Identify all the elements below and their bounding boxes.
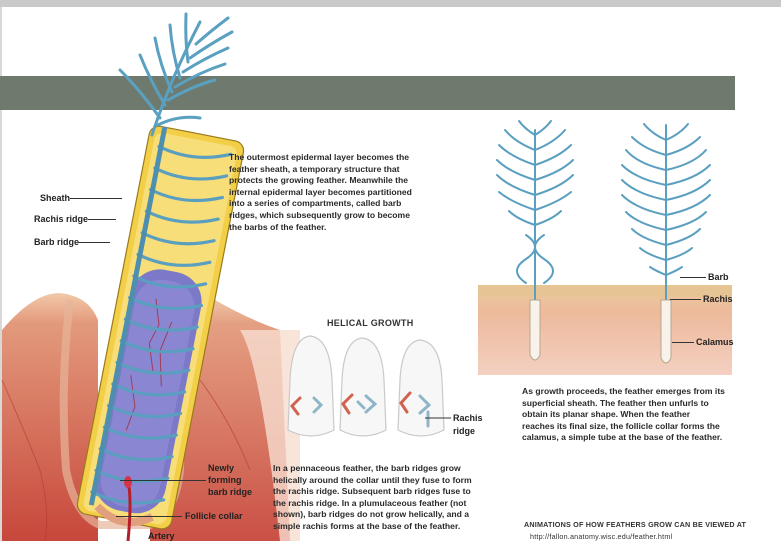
rachis-leader [670, 299, 701, 300]
pennaceous-line: shown), barb ridges do not grow helicall… [273, 509, 470, 520]
barb-leader [680, 277, 706, 278]
pennaceous-line: In a pennaceous feather, the barb ridges… [273, 463, 461, 473]
helical-rachis-label: Rachis [453, 413, 483, 423]
intro-line: protects the growing feather. Meanwhile … [229, 175, 409, 186]
barb-label: Barb [708, 272, 729, 282]
animations-url[interactable]: http://fallon.anatomy.wisc.edu/feather.h… [530, 532, 673, 541]
pennaceous-paragraph: In a pennaceous feather, the barb ridges… [273, 463, 493, 533]
artery-label: Artery [148, 531, 175, 541]
follicle-collar-leader [116, 516, 182, 517]
intro-line: ridges, which subsequently grow to becom… [229, 209, 410, 220]
sheath-leader [70, 198, 122, 199]
intro-line: internal epidermal layer becomes partiti… [229, 186, 412, 197]
calamus-leader [672, 342, 694, 343]
header-band [0, 76, 735, 110]
feather-twisted [496, 120, 574, 301]
top-border [0, 0, 781, 7]
rachis-ridge-label: Rachis ridge [34, 214, 89, 224]
growth-line: reaches its final size, the follicle col… [522, 420, 720, 431]
growth-line: calamus, a simple tube at the base of th… [522, 432, 723, 443]
helical-ridge-label: ridge [453, 426, 476, 436]
newly-forming-label-1: Newly [208, 463, 235, 473]
intro-paragraph: The outermost epidermal layer becomes th… [229, 152, 439, 233]
pennaceous-line: the rachis ridge. Subsequent barb ridges… [273, 486, 471, 497]
helical-arrows [290, 391, 432, 428]
calamus-label: Calamus [696, 337, 734, 347]
calamus-right [660, 299, 672, 364]
rachis-ridge-leader-line [88, 219, 116, 220]
newly-forming-label-2: forming [208, 475, 242, 485]
feather-unfurled [621, 123, 711, 301]
helical-cones [287, 335, 445, 437]
intro-line: into a series of compartments, called ba… [229, 198, 402, 209]
animations-note: ANIMATIONS OF HOW FEATHERS GROW CAN BE V… [524, 520, 747, 529]
growing-feather [76, 125, 245, 530]
growth-line: obtain its planar shape. When the feathe… [522, 409, 691, 420]
newly-forming-leader [120, 480, 206, 481]
pennaceous-line: the rachis ridge. In a plumulaceous feat… [273, 497, 467, 508]
page-edge [0, 7, 2, 541]
right-skin [478, 285, 732, 375]
growth-paragraph: As growth proceeds, the feather emerges … [522, 386, 740, 444]
calamus-left [529, 299, 541, 361]
pennaceous-line: helically around the collar until they f… [273, 474, 472, 485]
growth-line: superficial sheath. The feather then unf… [522, 397, 709, 408]
artery-tip [124, 476, 132, 488]
follicle-collar-label: Follicle collar [185, 511, 243, 521]
sheath-label: Sheath [40, 193, 71, 203]
rachis-label: Rachis [703, 294, 733, 304]
intro-line: feather sheath, a temporary structure th… [229, 163, 400, 174]
helical-growth-heading: HELICAL GROWTH [327, 318, 414, 328]
growth-line: As growth proceeds, the feather emerges … [522, 386, 725, 396]
intro-line: The outermost epidermal layer becomes th… [229, 152, 410, 162]
feather-tip [118, 12, 234, 137]
intro-line: the barbs of the feather. [229, 221, 327, 232]
barb-ridge-label: Barb ridge [34, 237, 80, 247]
barb-ridge-leader [78, 242, 110, 243]
pennaceous-line: simple rachis forms at the base of the f… [273, 520, 461, 531]
newly-forming-label-3: barb ridge [208, 487, 253, 497]
